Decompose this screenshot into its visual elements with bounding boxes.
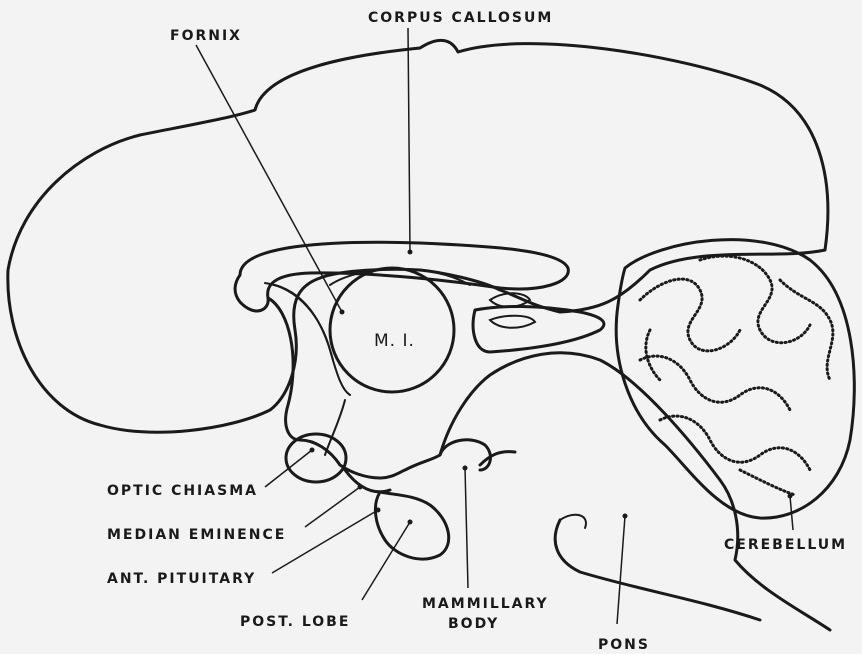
cerebellum-folia bbox=[640, 256, 833, 495]
mammillary-body-shape bbox=[440, 440, 490, 470]
label-fornix: FORNIX bbox=[170, 28, 242, 44]
leader-fornix bbox=[196, 45, 342, 312]
pons-shape bbox=[555, 520, 760, 620]
dot-optic-chiasma bbox=[310, 448, 315, 453]
label-mammillary-line1: MAMMILLARY bbox=[422, 596, 549, 612]
label-post-lobe: POST. LOBE bbox=[240, 614, 350, 630]
dot-cerebellum bbox=[788, 494, 793, 499]
cerebral-cortex bbox=[8, 40, 828, 432]
label-corpus-callosum: CORPUS CALLOSUM bbox=[368, 10, 553, 26]
optic-chiasma-shape bbox=[286, 434, 346, 482]
diencephalon-outline bbox=[268, 298, 830, 630]
leader-corpus-callosum bbox=[408, 28, 410, 252]
dot-mammillary bbox=[463, 466, 468, 471]
dot-pons bbox=[623, 514, 628, 519]
leader-post-lobe bbox=[362, 522, 410, 600]
label-pons: PONS bbox=[598, 637, 650, 653]
label-median-eminence: MEDIAN EMINENCE bbox=[107, 527, 286, 543]
leader-pons bbox=[617, 516, 625, 624]
dot-fornix bbox=[340, 310, 345, 315]
dot-median-eminence bbox=[358, 485, 363, 490]
label-ant-pituitary: ANT. PITUITARY bbox=[107, 571, 256, 587]
label-massa-intermedia: M. I. bbox=[374, 331, 415, 351]
label-mammillary-line2: BODY bbox=[448, 616, 499, 632]
thalamus-band bbox=[473, 306, 604, 352]
leader-mammillary bbox=[465, 468, 468, 588]
fornix-inner bbox=[275, 285, 333, 360]
anterior-pituitary-shape bbox=[375, 492, 448, 559]
dot-ant-pituitary bbox=[376, 508, 381, 513]
label-optic-chiasma: OPTIC CHIASMA bbox=[107, 483, 258, 499]
label-cerebellum: CEREBELLUM bbox=[724, 537, 847, 553]
cerebellum-outline bbox=[616, 240, 854, 518]
massa-intermedia bbox=[330, 268, 454, 392]
corpus-callosum bbox=[235, 242, 568, 311]
dot-corpus-callosum bbox=[408, 250, 413, 255]
small-nucleus-lower bbox=[490, 316, 535, 328]
pons-notch bbox=[560, 515, 586, 528]
dot-post-lobe bbox=[408, 520, 413, 525]
leader-ant-pituitary bbox=[272, 510, 378, 573]
leader-median-eminence bbox=[305, 487, 360, 527]
